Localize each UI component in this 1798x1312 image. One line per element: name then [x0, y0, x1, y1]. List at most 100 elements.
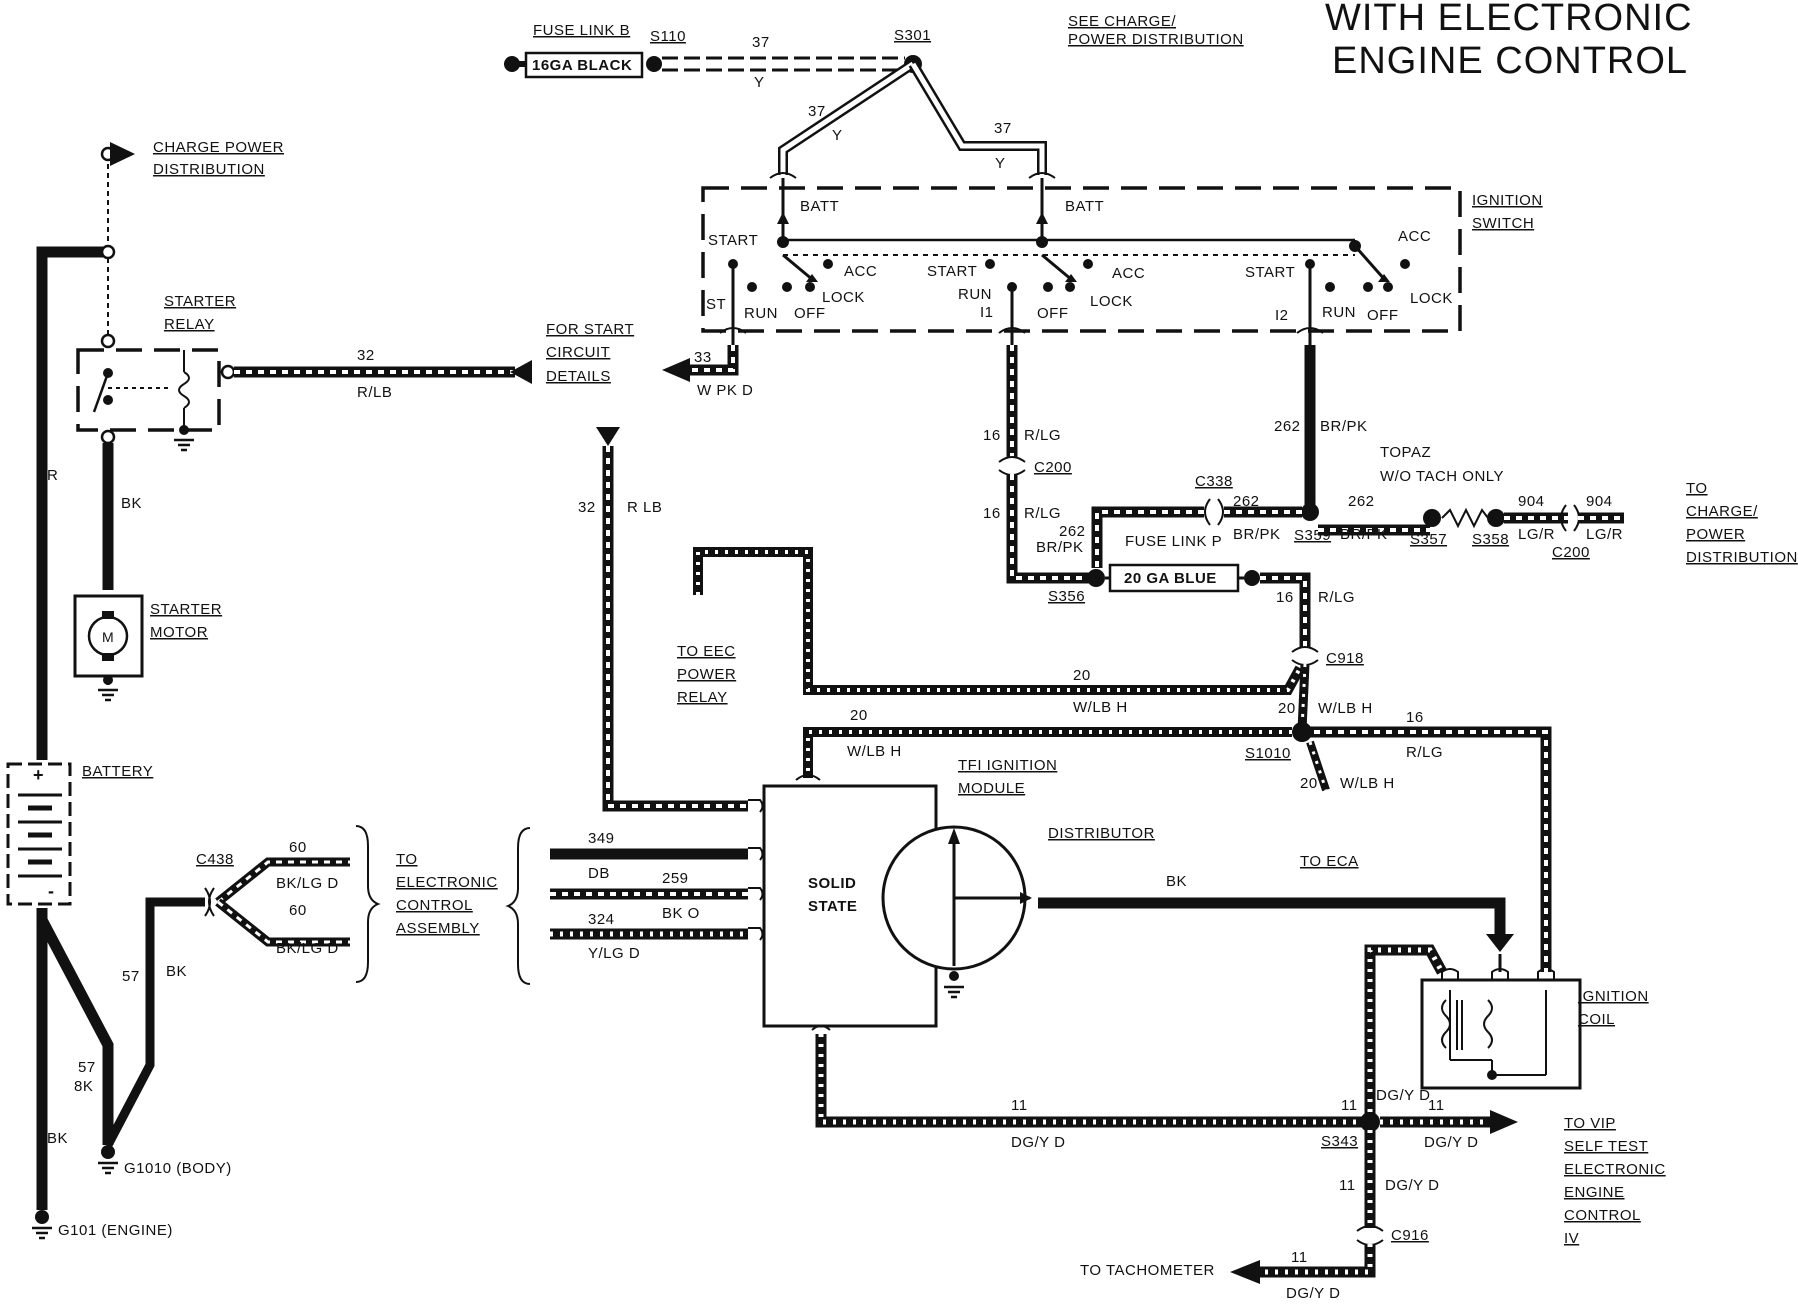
- wire-262-topaz-number: 262: [1348, 493, 1375, 510]
- wire-32-tfi-number: 32: [578, 499, 596, 516]
- ignition-switch-box: [701, 186, 1462, 333]
- wire-16-coil: 16 R/LG: [1302, 709, 1552, 972]
- to-charge-label-3: POWER: [1686, 526, 1745, 543]
- lock-label-3: LOCK: [1410, 290, 1453, 307]
- wire-60b-color: BK/LG D: [276, 940, 339, 957]
- ignition-switch-label-2: SWITCH: [1472, 215, 1534, 232]
- s1010-label: S1010: [1245, 745, 1291, 762]
- wire-20-down-color: W/LB H: [1340, 775, 1395, 792]
- wire-262-c338-number: 262: [1233, 493, 1260, 510]
- off-label-1: OFF: [794, 305, 826, 322]
- for-start-label-2: CIRCUIT: [546, 344, 610, 361]
- wire-262-i2-color: BR/PK: [1320, 418, 1368, 435]
- fuse-link-b-label: FUSE LINK B: [533, 22, 630, 39]
- wire-16-coil-number: 16: [1406, 709, 1424, 726]
- start-label-3: START: [1245, 264, 1295, 281]
- starter-relay-label-1: STARTER: [164, 293, 236, 310]
- wire-20-tfi-color: W/LB H: [847, 743, 902, 760]
- wire-r-main: R: [36, 244, 116, 760]
- fuse-link-p-label: FUSE LINK P: [1125, 533, 1222, 550]
- s110-node: [646, 56, 662, 72]
- batt-left-label: BATT: [800, 198, 839, 215]
- wire-259: 259 BK O: [550, 870, 748, 922]
- wire-32-tfi-color: R LB: [627, 499, 662, 516]
- to-eca-label-4: ASSEMBLY: [396, 920, 480, 937]
- wire-37-main: 37 Y: [662, 34, 905, 91]
- wire-57-color: BK: [166, 963, 187, 980]
- wire-11-c916-number: 11: [1339, 1177, 1356, 1194]
- acc-label-1: ACC: [844, 263, 877, 280]
- wire-60b-number: 60: [289, 902, 307, 919]
- wire-60a-color: BK/LG D: [276, 875, 339, 892]
- for-start-label-1: FOR START: [546, 321, 634, 338]
- starter-relay: STARTER RELAY: [76, 293, 236, 452]
- wire-20-s1010: 20 W/LB H S1010 20 W/LB H 20 W/LB H: [795, 663, 1395, 792]
- to-vip-label-3: ELECTRONIC: [1564, 1161, 1666, 1178]
- wire-11-s343-color: DG/Y D: [1376, 1087, 1430, 1104]
- wire-259-number: 259: [662, 870, 689, 887]
- to-vip-label-1: TO VIP: [1564, 1115, 1616, 1132]
- wire-33-color: W PK D: [697, 382, 753, 399]
- wire-60a-number: 60: [289, 839, 307, 856]
- wire-16-coil-color: R/LG: [1406, 744, 1443, 761]
- battery-label: BATTERY: [82, 763, 153, 780]
- wire-20-c918-number: 20: [1278, 700, 1296, 717]
- for-start-label-3: DETAILS: [546, 368, 611, 385]
- wire-324-color: Y/LG D: [588, 945, 640, 962]
- starter-relay-label-2: RELAY: [164, 316, 215, 333]
- i2-output: 262 BR/PK S359: [1274, 325, 1368, 544]
- wire-904b-color: LG/R: [1586, 526, 1623, 543]
- s301-label: S301: [894, 27, 931, 44]
- s357-label: S357: [1410, 531, 1447, 548]
- solid-state-label-2: STATE: [808, 898, 857, 915]
- wire-32-tfi: 32 R LB: [578, 427, 748, 812]
- acc-label-3: ACC: [1398, 228, 1431, 245]
- wire-37-batt-right: 37 Y: [908, 61, 1047, 175]
- s358-label: S358: [1472, 531, 1509, 548]
- fuse-20ga-label: 20 GA BLUE: [1124, 570, 1217, 587]
- wire-bk-eca: BK TO ECA: [1038, 853, 1514, 952]
- lock-label-1: LOCK: [822, 289, 865, 306]
- to-eca-right-label: TO ECA: [1300, 853, 1359, 870]
- wire-bk-motor-label: BK: [121, 495, 142, 512]
- wire-349-color: DB: [588, 865, 610, 882]
- wires-60: 60 BK/LG D 60 BK/LG D: [215, 839, 350, 957]
- wire-20-c918-color: W/LB H: [1318, 700, 1373, 717]
- wire-904-color: LG/R: [1518, 526, 1555, 543]
- fuse-16ga-label: 16GA BLACK: [532, 57, 632, 74]
- to-eec-label-3: RELAY: [677, 689, 728, 706]
- wire-20-tfi-number: 20: [850, 707, 868, 724]
- i1-label: I1: [980, 304, 994, 321]
- c338-label: C338: [1195, 473, 1233, 490]
- wire-11-tach-color: DG/Y D: [1286, 1285, 1340, 1302]
- wire-16-c200-number: 16: [983, 505, 1001, 522]
- wire-20-down-number: 20: [1300, 775, 1318, 792]
- wire-37-right-color: Y: [995, 155, 1006, 172]
- c200-right-label: C200: [1552, 544, 1590, 561]
- wire-32-color: R/LB: [357, 384, 392, 401]
- to-charge-label-1: TO: [1686, 480, 1708, 497]
- wire-37-right-number: 37: [994, 120, 1012, 137]
- run-label-1: RUN: [744, 305, 778, 322]
- battery-plus: +: [33, 765, 44, 785]
- topaz-label-1: TOPAZ: [1380, 444, 1431, 461]
- c918-label: C918: [1326, 650, 1364, 667]
- wire-20-eec-number: 20: [1073, 667, 1091, 684]
- g1010-label: G1010 (BODY): [124, 1160, 232, 1177]
- wire-32-start: 32 R/LB FOR START CIRCUIT DETAILS: [234, 321, 634, 401]
- wire-904b-number: 904: [1586, 493, 1613, 510]
- wire-16-fuse-color: R/LG: [1318, 589, 1355, 606]
- run-label-3: RUN: [1322, 304, 1356, 321]
- fuse-link-p: FUSE LINK P 20 GA BLUE 16 R/LG C918: [1105, 533, 1364, 667]
- acc-label-2: ACC: [1112, 265, 1145, 282]
- wire-37-left-color: Y: [832, 127, 843, 144]
- starter-motor: M STARTER MOTOR: [73, 594, 222, 702]
- c438: C438: [196, 851, 233, 917]
- wire-11: 11 DG/Y D S343 11 DG/Y D 11 DG/Y D 11 DG…: [811, 944, 1518, 1302]
- ign-coil-label-2: COIL: [1578, 1011, 1615, 1028]
- battery-minus: -: [48, 881, 54, 901]
- wire-37-color: Y: [754, 74, 765, 91]
- topaz-label-2: W/O TACH ONLY: [1380, 468, 1504, 485]
- distributor-label: DISTRIBUTOR: [1048, 825, 1155, 842]
